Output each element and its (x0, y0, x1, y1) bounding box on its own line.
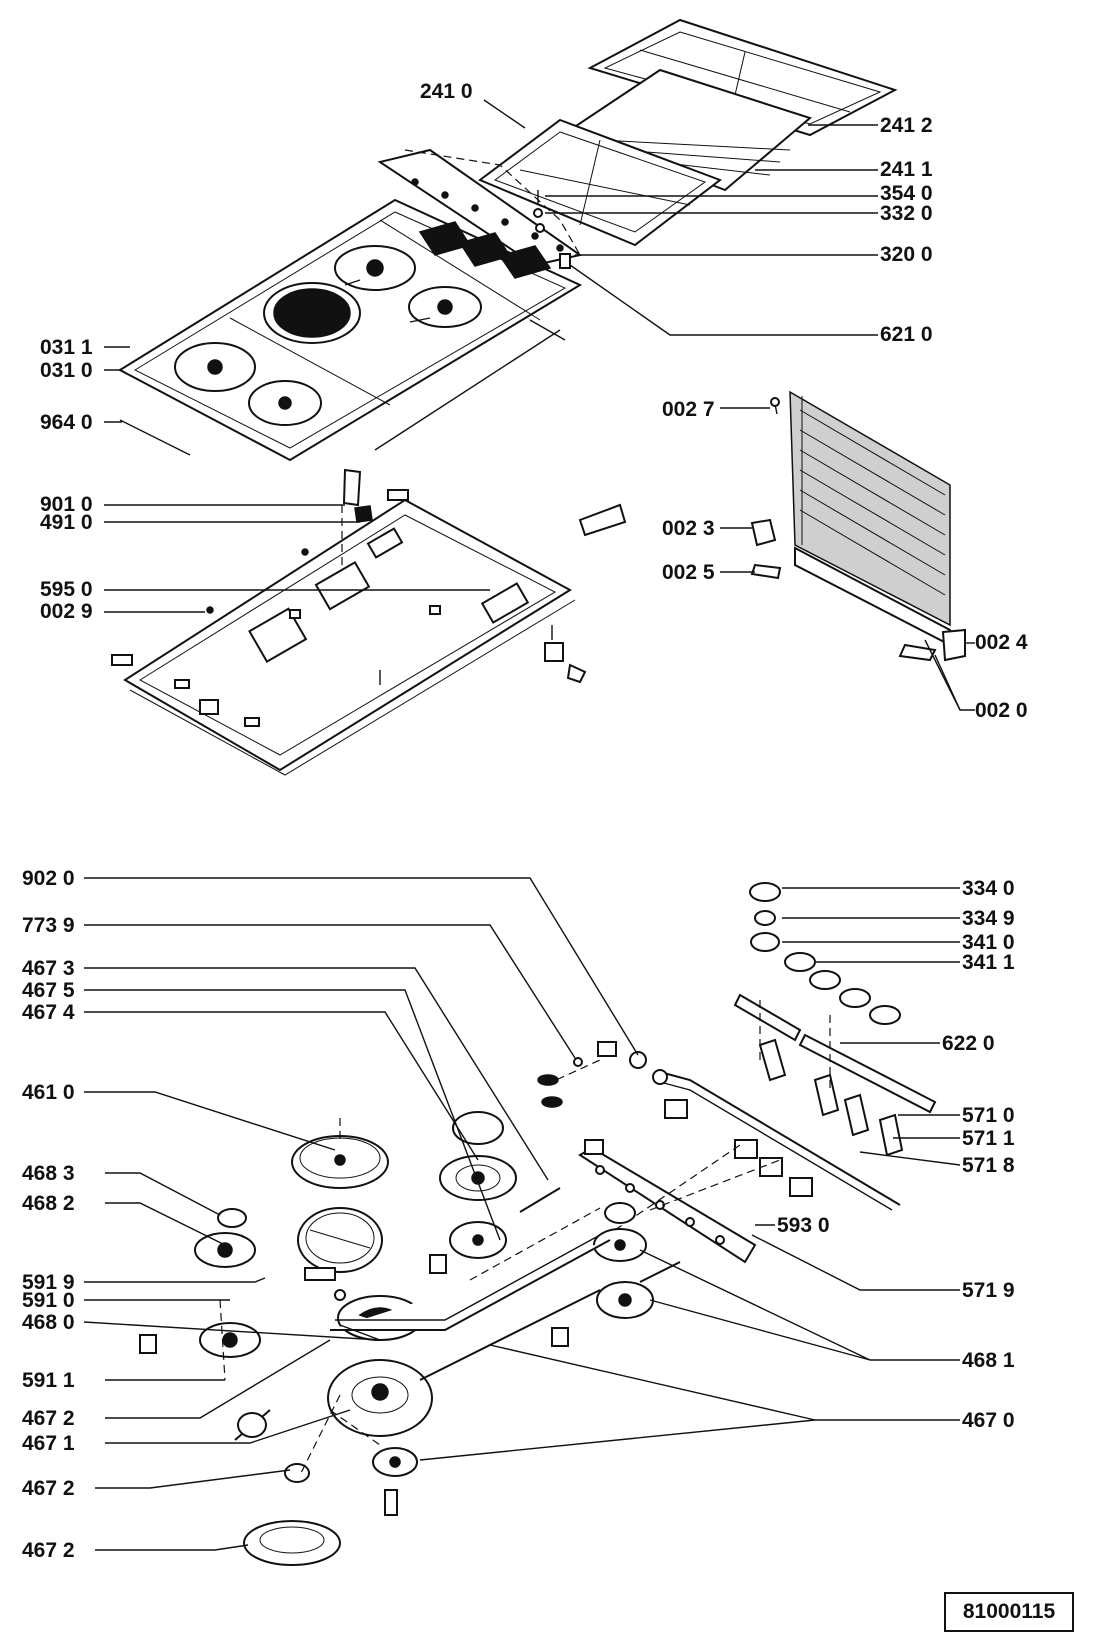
fixing-bracket-part (544, 625, 587, 684)
base-tray (111, 489, 576, 776)
part-label-5950: 595 0 (40, 578, 93, 601)
part-label-3349: 334 9 (962, 907, 1015, 930)
control-knob-part (749, 882, 901, 1025)
gas-burner-part (139, 1111, 654, 1566)
ignition-module-part (206, 468, 373, 614)
part-label-3411: 341 1 (962, 951, 1015, 974)
part-label-4610: 461 0 (22, 1081, 75, 1104)
part-label-3540: 354 0 (880, 182, 933, 205)
gasket-strip (374, 329, 561, 451)
part-label-9640: 964 0 (40, 411, 93, 434)
part-label-4672-a: 467 2 (22, 1407, 75, 1430)
part-label-4681: 468 1 (962, 1349, 1015, 1372)
part-label-0025: 002 5 (662, 561, 715, 584)
part-label-5711: 571 1 (962, 1127, 1015, 1150)
hinge-part (750, 397, 966, 662)
dashed-assembly-lines (219, 1000, 831, 1476)
hob-top-plate (117, 198, 583, 462)
pan-support-grid-left (478, 118, 723, 247)
part-label-5910: 591 0 (22, 1289, 75, 1312)
part-label-0311: 031 1 (40, 336, 93, 359)
part-label-0020: 002 0 (975, 699, 1028, 722)
part-label-5919: 591 9 (22, 1271, 75, 1294)
thermocouple-part (537, 1041, 647, 1108)
part-label-4683: 468 3 (22, 1162, 75, 1185)
part-label-4682: 468 2 (22, 1192, 75, 1215)
part-label-5718: 571 8 (962, 1154, 1015, 1177)
part-label-4674: 467 4 (22, 1001, 75, 1024)
part-label-0310: 031 0 (40, 359, 93, 382)
document-number-box: 81000115 (944, 1592, 1074, 1632)
gas-supply-tube (234, 1187, 681, 1441)
electric-hotplate (291, 1118, 389, 1301)
part-label-6220: 622 0 (942, 1032, 995, 1055)
gas-manifold-pipe (652, 1069, 901, 1211)
part-label-5930: 593 0 (777, 1214, 830, 1237)
part-label-4910: 491 0 (40, 511, 93, 534)
pan-support-grid-right (587, 18, 898, 137)
gasket-strip (119, 419, 191, 456)
part-label-2411: 241 1 (880, 158, 933, 181)
part-label-6210: 621 0 (880, 323, 933, 346)
bracket-part (578, 503, 627, 537)
part-label-4672-b: 467 2 (22, 1477, 75, 1500)
part-label-5710: 571 0 (962, 1104, 1015, 1127)
part-label-3320: 332 0 (880, 202, 933, 225)
part-label-4671: 467 1 (22, 1432, 75, 1455)
part-label-2410: 241 0 (420, 80, 473, 103)
valve-bracket-part (733, 993, 937, 1157)
part-label-3340: 334 0 (962, 877, 1015, 900)
leader-lines (83, 99, 975, 1551)
part-label-0029: 002 9 (40, 600, 93, 623)
part-label-0024: 002 4 (975, 631, 1028, 654)
part-label-0023: 002 3 (662, 517, 715, 540)
part-label-9020: 902 0 (22, 867, 75, 890)
part-label-5719: 571 9 (962, 1279, 1015, 1302)
part-label-3200: 320 0 (880, 243, 933, 266)
screw-part (533, 190, 571, 269)
part-label-5911: 591 1 (22, 1369, 75, 1392)
part-label-4673: 467 3 (22, 957, 75, 980)
part-label-4680: 468 0 (22, 1311, 75, 1334)
part-label-0027: 002 7 (662, 398, 715, 421)
front-grille-panel (789, 390, 951, 647)
part-label-2412: 241 2 (880, 114, 933, 137)
part-label-4675: 467 5 (22, 979, 75, 1002)
part-label-3410: 341 0 (962, 931, 1015, 954)
part-label-9010: 901 0 (40, 493, 93, 516)
part-label-4672-c: 467 2 (22, 1539, 75, 1562)
part-label-7739: 773 9 (22, 914, 75, 937)
gas-tap-part (584, 1099, 813, 1197)
part-label-4670: 467 0 (962, 1409, 1015, 1432)
